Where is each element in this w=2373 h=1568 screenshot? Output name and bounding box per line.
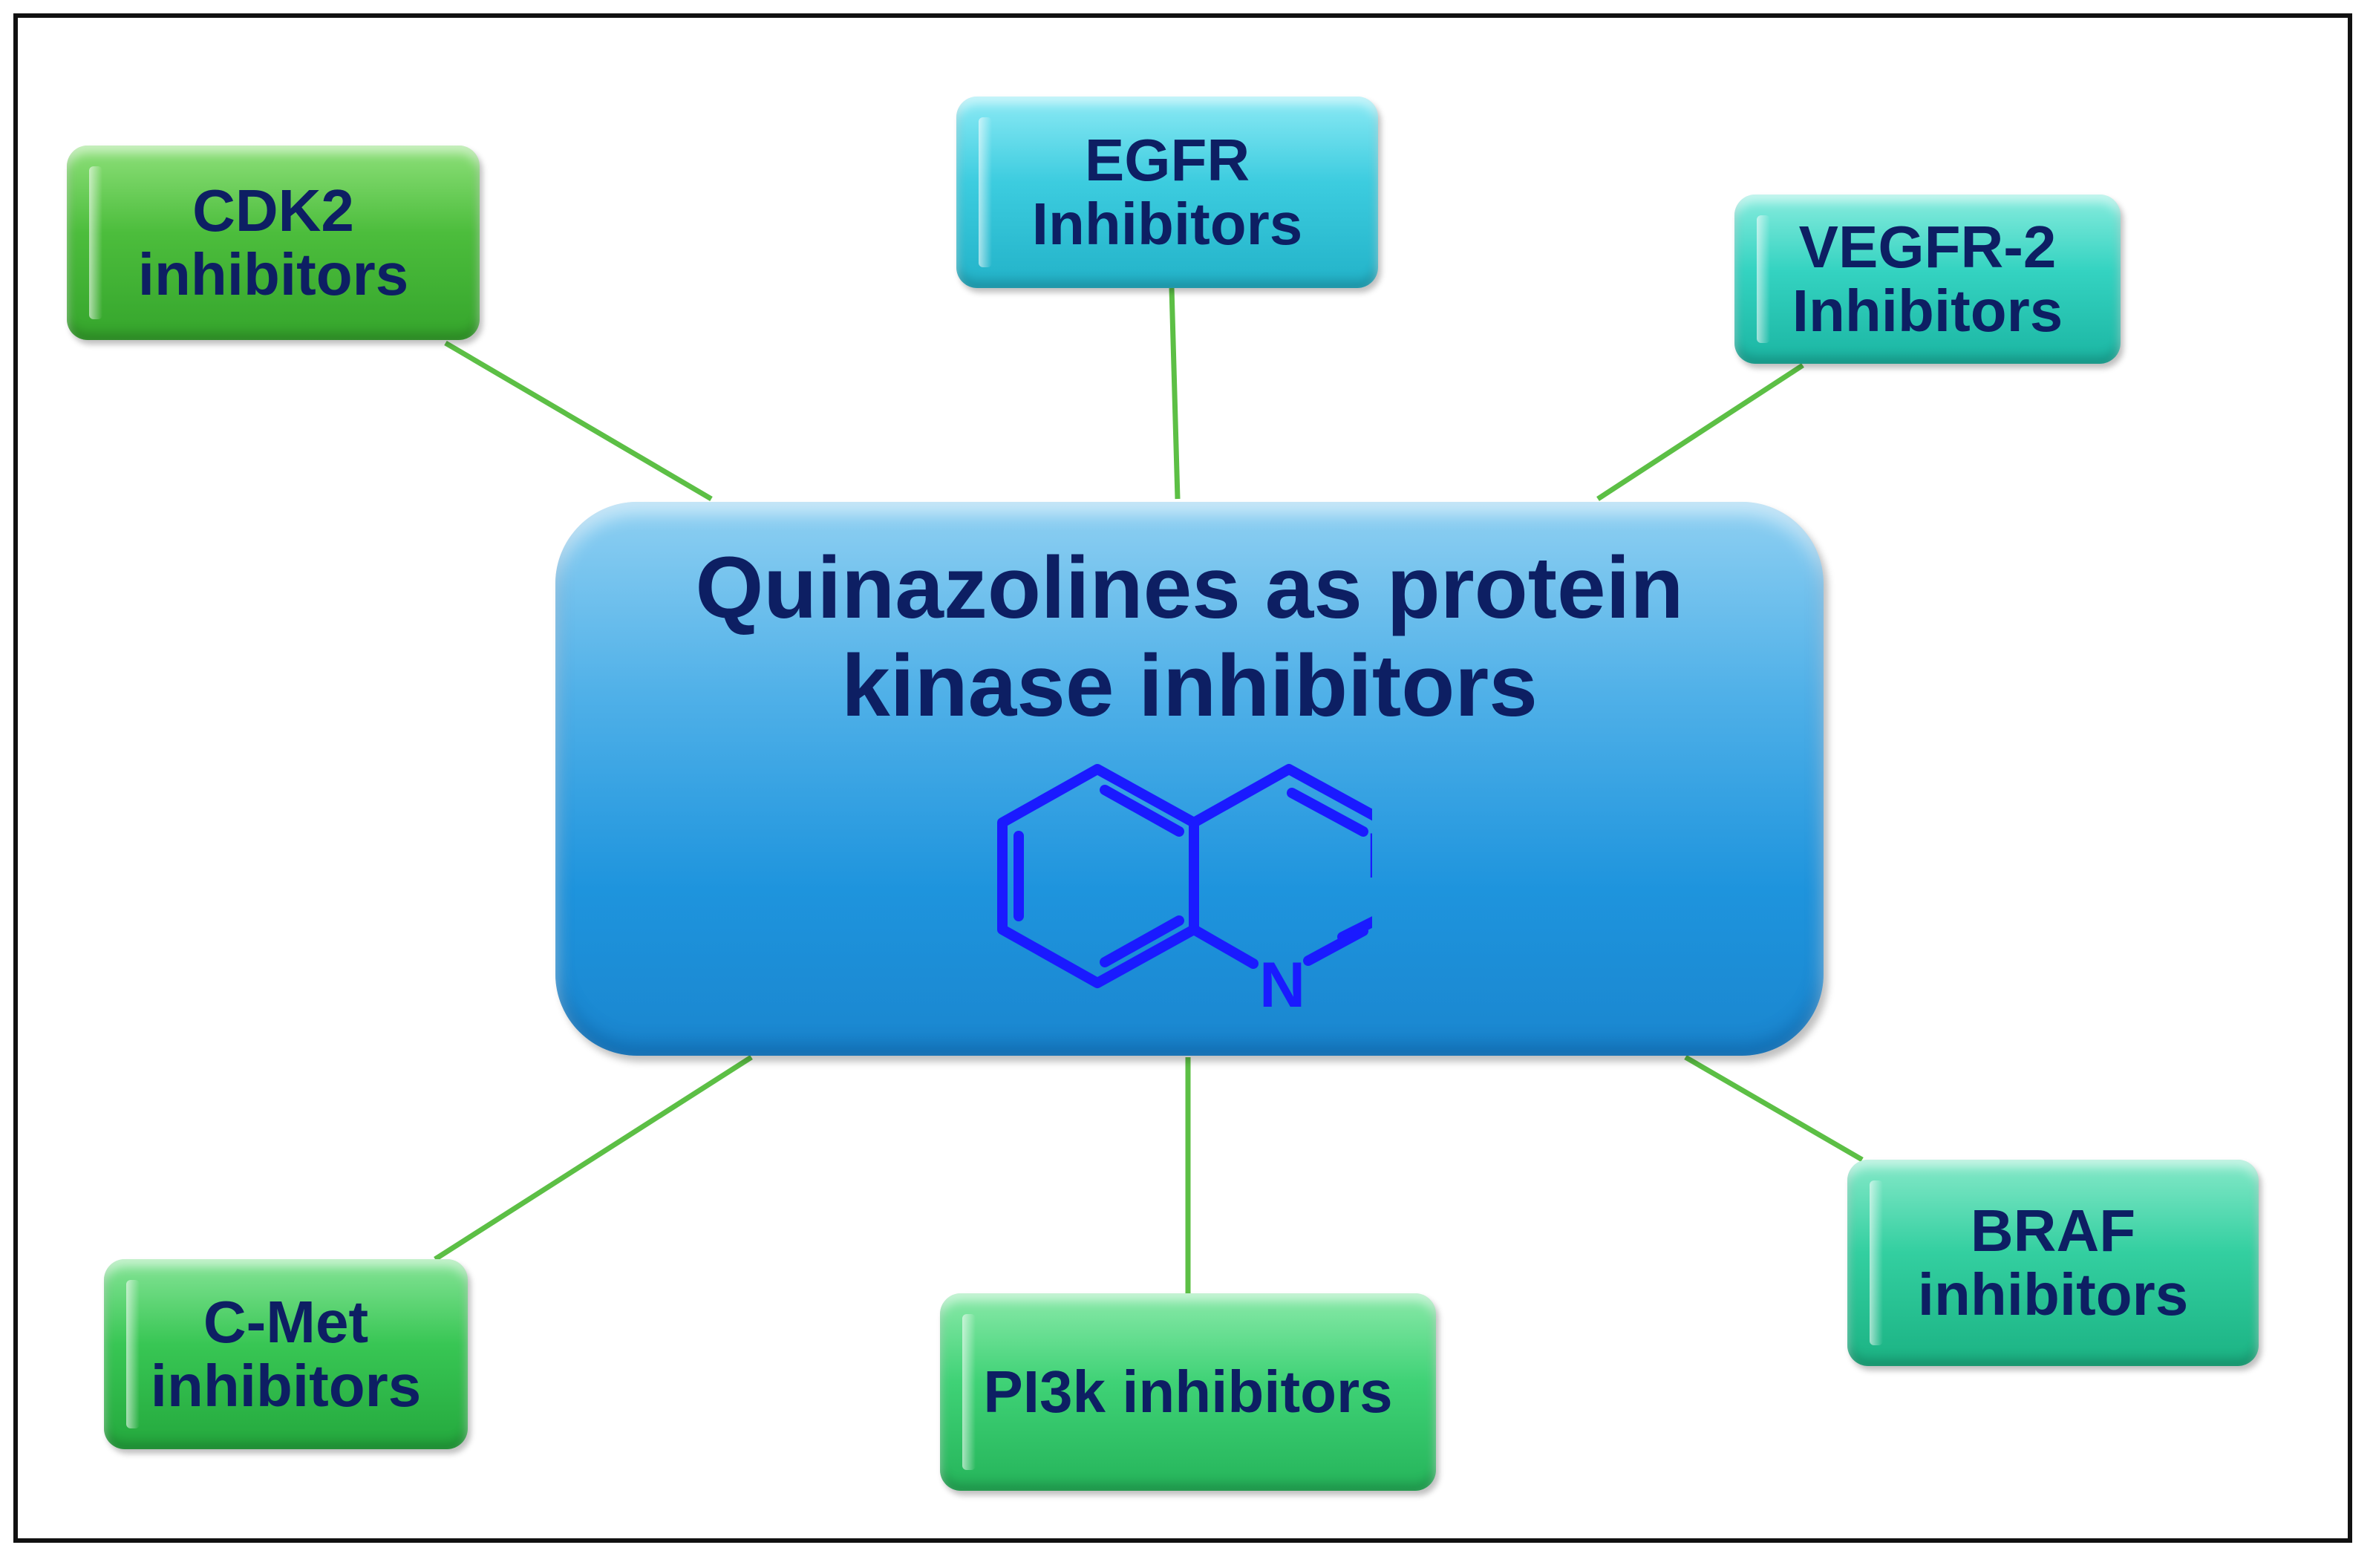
connector-braf	[1684, 1054, 1864, 1163]
central-topic-title: Quinazolines as protein kinase inhibitor…	[695, 539, 1684, 736]
node-cmet: C-Met inhibitors	[104, 1259, 468, 1449]
connector-vegfr2	[1596, 363, 1804, 501]
benzene-ring	[997, 764, 1199, 988]
pyrimidine-ring	[1189, 764, 1372, 828]
node-cdk2: CDK2 inhibitors	[67, 146, 480, 340]
nitrogen-n3-label: N	[1366, 820, 1372, 892]
node-label-pi3k: PI3k inhibitors	[983, 1358, 1393, 1425]
node-braf: BRAF inhibitors	[1847, 1160, 2259, 1366]
node-label-vegfr2: VEGFR-2 Inhibitors	[1792, 213, 2063, 344]
node-pi3k: PI3k inhibitors	[940, 1293, 1436, 1491]
connector-egfr	[1169, 287, 1181, 500]
quinazoline-structure: N N	[997, 764, 1372, 1021]
node-label-egfr: EGFR Inhibitors	[1031, 126, 1303, 257]
node-label-cdk2: CDK2 inhibitors	[137, 177, 409, 307]
node-egfr: EGFR Inhibitors	[956, 97, 1378, 288]
nitrogen-n1-label: N	[1259, 950, 1305, 1021]
connector-cdk2	[444, 340, 713, 502]
node-vegfr2: VEGFR-2 Inhibitors	[1734, 195, 2121, 364]
central-topic-box: Quinazolines as protein kinase inhibitor…	[555, 502, 1824, 1056]
node-label-braf: BRAF inhibitors	[1917, 1197, 2189, 1327]
node-label-cmet: C-Met inhibitors	[150, 1288, 422, 1419]
connector-cmet	[434, 1055, 753, 1261]
